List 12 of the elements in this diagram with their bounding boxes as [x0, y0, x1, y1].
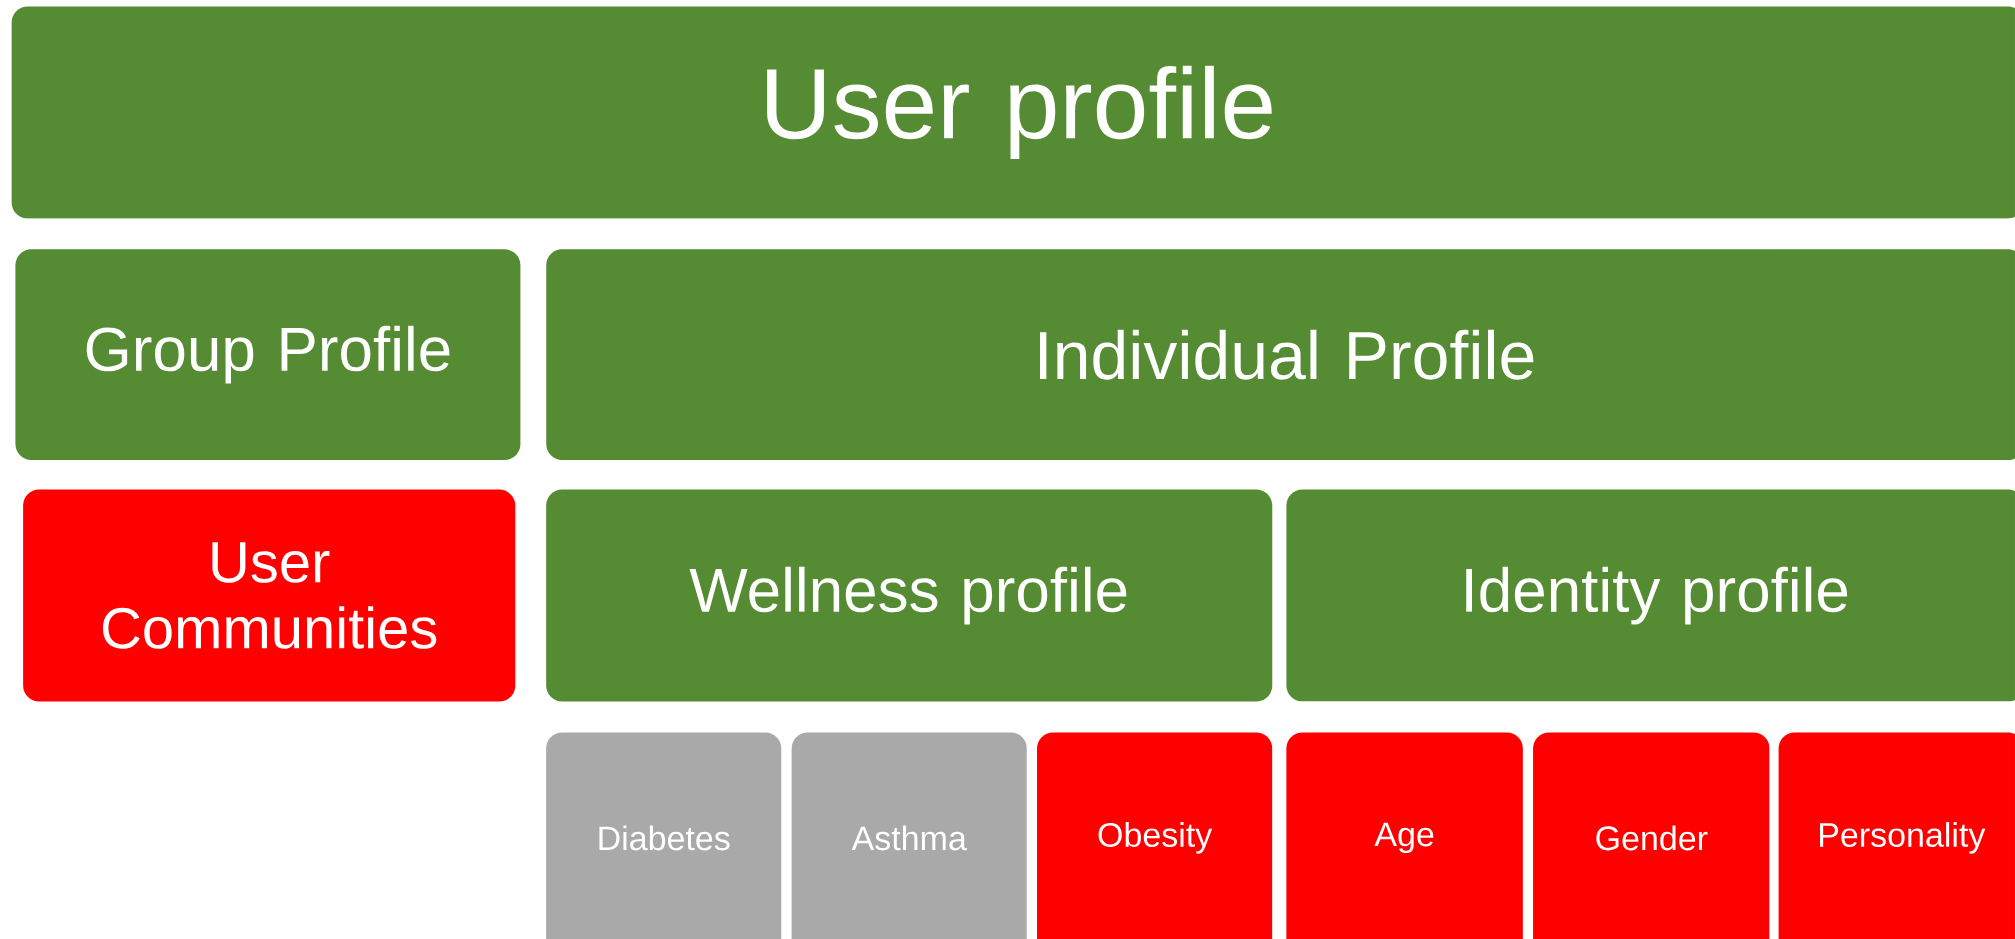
profile-box: Personality [1778, 732, 2015, 939]
profile-box: User profile [11, 6, 2015, 219]
profile-box: Group Profile [15, 249, 521, 461]
profile-box: Age [1286, 732, 1523, 939]
profile-box: Asthma [791, 732, 1027, 939]
profile-box: Identity profile [1286, 489, 2015, 702]
profile-box: User Communities [23, 489, 516, 702]
profile-box: Gender [1533, 732, 1770, 939]
profile-box: Obesity [1037, 732, 1273, 939]
profile-box: Individual Profile [546, 249, 2015, 461]
profile-box: Wellness profile [546, 489, 1273, 702]
profile-box: Diabetes [546, 732, 782, 939]
